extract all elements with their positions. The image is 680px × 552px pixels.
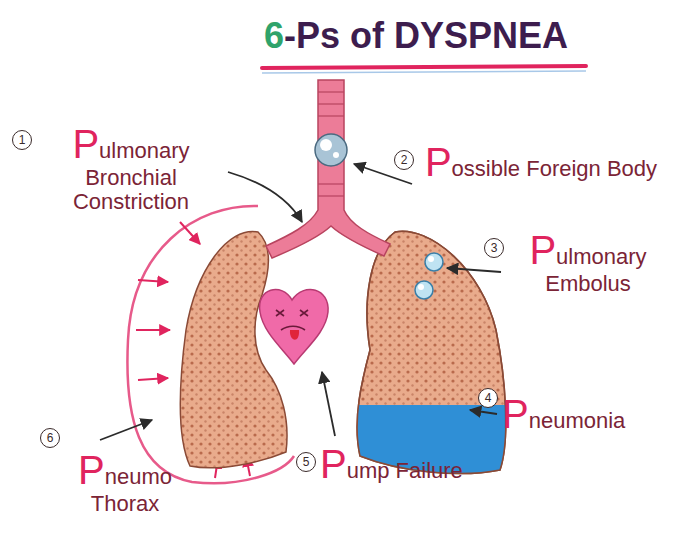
foreign-body-shine <box>333 152 339 158</box>
collapsed-lung <box>180 231 287 467</box>
callout-number: 5 <box>296 452 316 472</box>
lung-outline <box>357 231 506 473</box>
foreign-body-shine <box>320 139 332 151</box>
trachea <box>266 80 390 258</box>
embolus <box>425 253 443 271</box>
callout-number: 1 <box>12 130 32 150</box>
callout-number: 4 <box>478 388 498 408</box>
callout-label: Pulmonary Embolus <box>503 228 673 296</box>
heart-face <box>276 310 308 330</box>
callout-label: Pump Failure <box>320 442 540 486</box>
callout-label: Pulmonary Bronchial Constriction <box>36 122 226 214</box>
callout-label: Pneumonia <box>502 392 672 436</box>
title-underline <box>262 71 586 73</box>
heart <box>260 290 329 364</box>
embolus-shine <box>428 256 434 262</box>
heart-tongue <box>290 330 299 340</box>
embolus <box>415 281 433 299</box>
callout-number: 2 <box>394 150 414 170</box>
diagram-title: 6-Ps of DYSPNEA <box>264 16 568 56</box>
embolus-shine <box>418 284 424 290</box>
foreign-body <box>315 134 347 166</box>
callout-label: Pneumo Thorax <box>60 448 190 516</box>
callout-number: 3 <box>484 238 504 258</box>
callout-number: 6 <box>40 428 60 448</box>
title-underline <box>262 66 586 68</box>
callout-label: Possible Foreign Body <box>416 140 666 184</box>
